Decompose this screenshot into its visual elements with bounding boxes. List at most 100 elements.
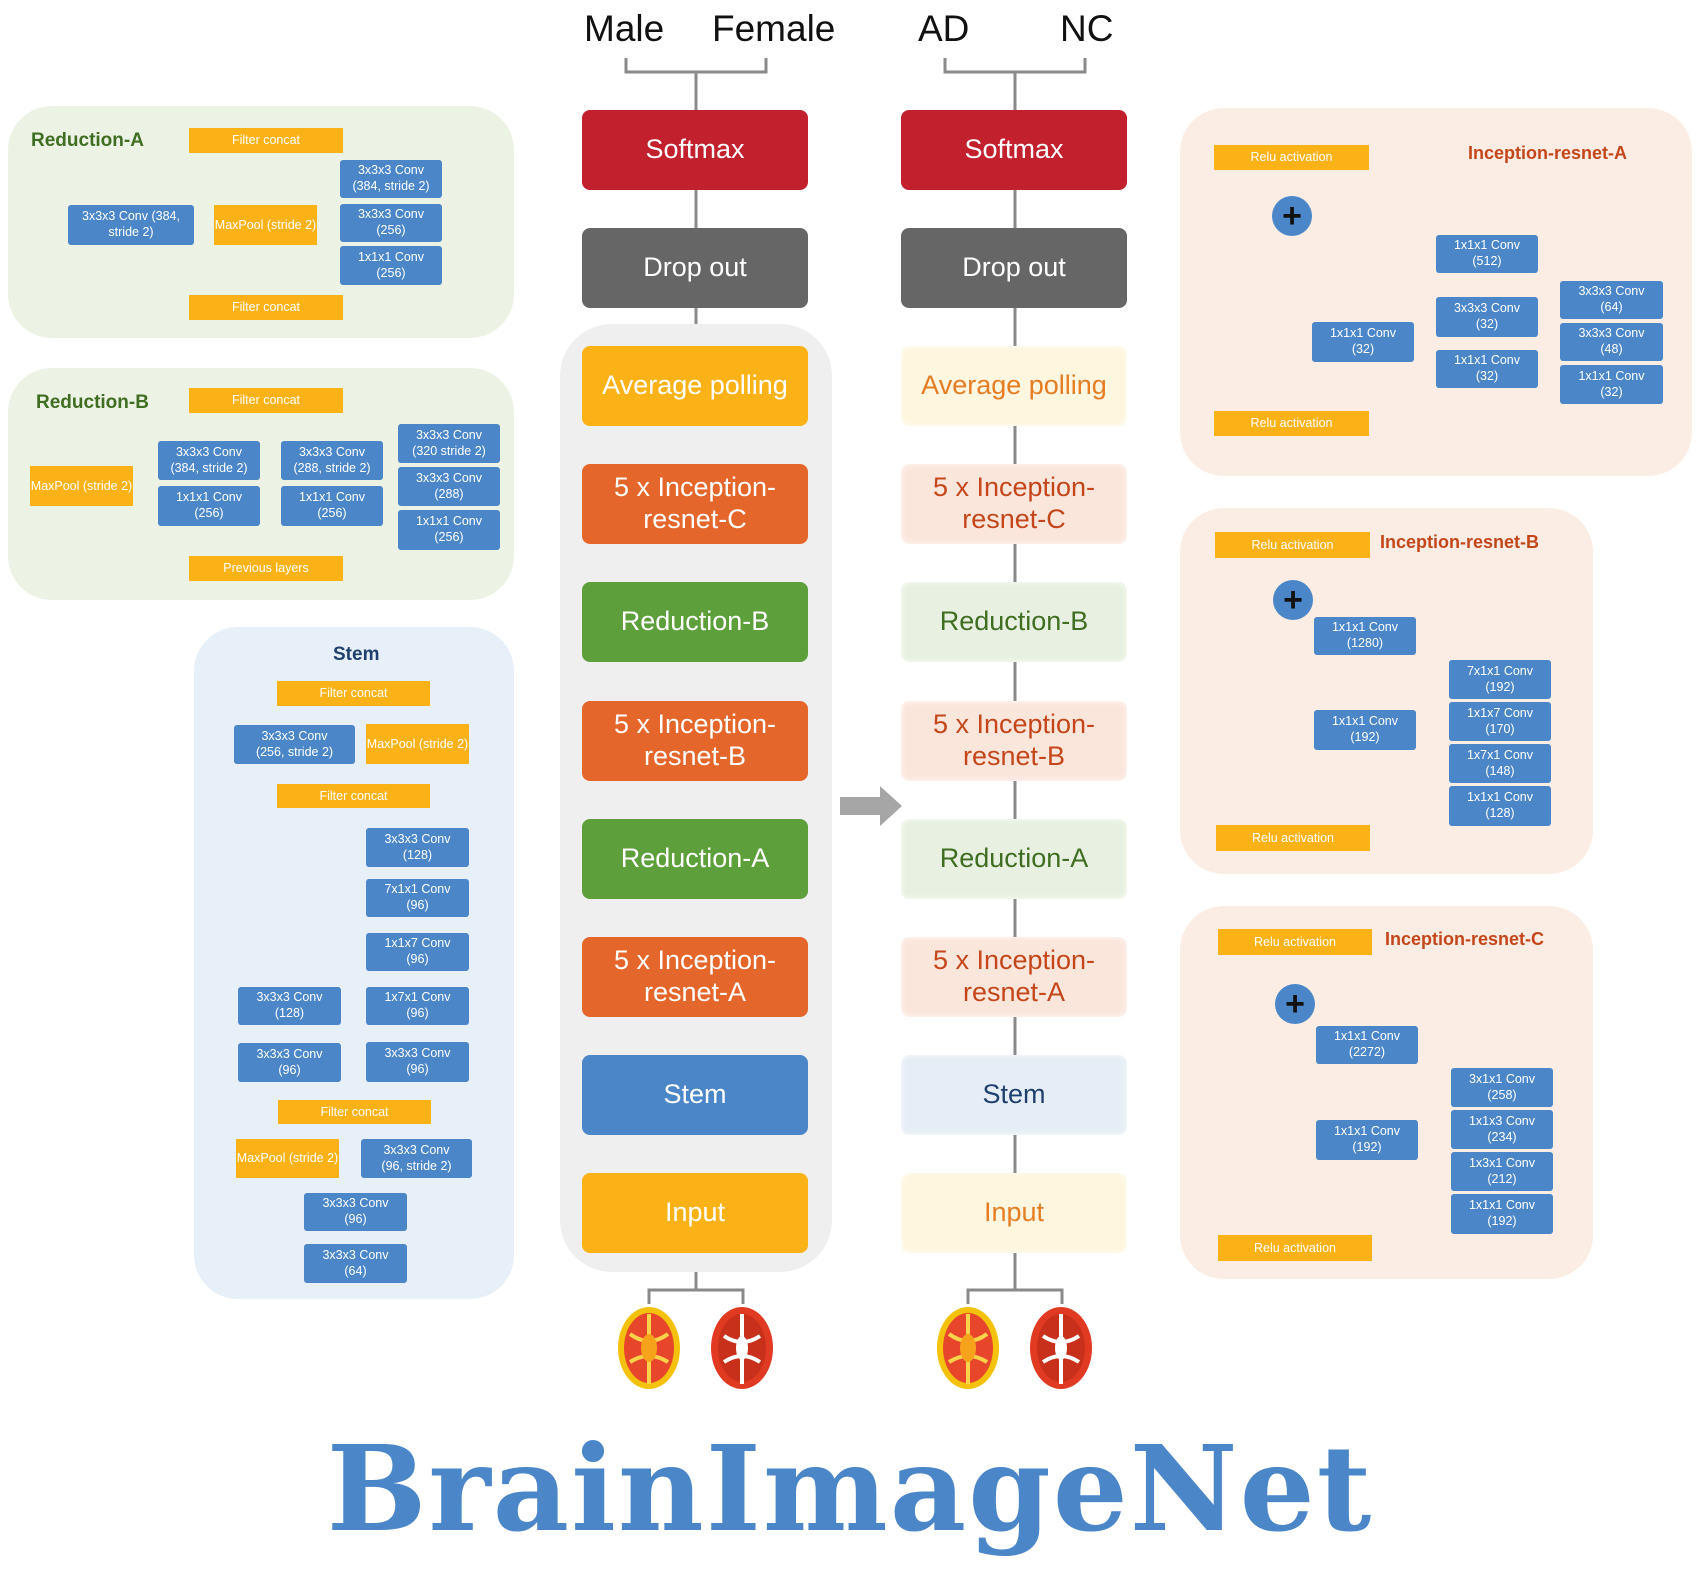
stem-filter-concat-2: Filter concat <box>277 784 430 808</box>
conv-288: 3x3x3 Conv (288) <box>398 467 500 506</box>
output-label-ad: AD <box>918 8 970 49</box>
conv-7x1x1-192: 7x1x1 Conv (192) <box>1449 660 1551 699</box>
stem-conv-96-right: 3x3x3 Conv (96) <box>366 1042 469 1082</box>
stem-filter-concat-1: Filter concat <box>277 681 430 706</box>
add-icon: + <box>1275 984 1315 1024</box>
block-reduction-b: Reduction-B <box>582 582 808 662</box>
conv-384-stride2-right: 3x3x3 Conv (384, stride 2) <box>340 160 442 198</box>
block-inception-resnet-a: 5 x Inception- resnet-A <box>582 937 808 1017</box>
conv-3x3-64: 3x3x3 Conv (64) <box>1560 281 1663 319</box>
block-dropout: Drop out <box>582 228 808 308</box>
block-softmax: Softmax <box>901 110 1127 190</box>
brain-scan-nc-image <box>1030 1307 1092 1389</box>
conv-1x1-32-c: 1x1x1 Conv (32) <box>1560 365 1663 404</box>
reduction-a-title: Reduction-A <box>31 130 144 151</box>
stem-conv-7x1x1: 7x1x1 Conv (96) <box>366 879 469 917</box>
stem-filter-concat-3: Filter concat <box>278 1100 431 1124</box>
conv-1x1-256-a: 1x1x1 Conv (256) <box>158 486 260 526</box>
stem-conv-64: 3x3x3 Conv (64) <box>304 1244 407 1283</box>
relu-activation-bottom: Relu activation <box>1216 825 1370 851</box>
stem-conv-96: 3x3x3 Conv (96) <box>304 1193 407 1231</box>
conv-384-stride2: 3x3x3 Conv (384, stride 2) <box>158 441 260 480</box>
block-dropout: Drop out <box>901 228 1127 308</box>
filter-concat: Filter concat <box>189 388 343 413</box>
conv-288-stride2: 3x3x3 Conv (288, stride 2) <box>281 441 383 480</box>
conv-256: 3x3x3 Conv (256) <box>340 204 442 242</box>
conv-1x1-1280: 1x1x1 Conv (1280) <box>1314 617 1416 655</box>
relu-activation-bottom: Relu activation <box>1218 1235 1372 1261</box>
inception-resnet-a-title: Inception-resnet-A <box>1468 143 1628 163</box>
block-softmax: Softmax <box>582 110 808 190</box>
conv-1x3x1-212: 1x3x1 Conv (212) <box>1451 1152 1553 1191</box>
block-average-pooling-faded: Average polling <box>901 346 1127 426</box>
brainimagenet-wordmark: BrainImageNet <box>0 1418 1700 1558</box>
inception-resnet-c-title: Inception-resnet-C <box>1385 929 1545 949</box>
relu-activation-bottom: Relu activation <box>1214 411 1369 436</box>
stem-conv-128-right: 3x3x3 Conv (128) <box>366 828 469 867</box>
relu-activation-top: Relu activation <box>1215 532 1370 558</box>
output-label-nc: NC <box>1060 8 1114 49</box>
brain-scan-images <box>618 1307 1092 1389</box>
block-average-pooling: Average polling <box>582 346 808 426</box>
conv-1x1-2272: 1x1x1 Conv (2272) <box>1316 1026 1418 1064</box>
conv-320-stride2: 3x3x3 Conv (320 stride 2) <box>398 424 500 463</box>
main-column-left: Softmax Drop out Average polling 5 x Inc… <box>582 110 808 1260</box>
stem-conv-1x7x1: 1x7x1 Conv (96) <box>366 987 469 1025</box>
conv-1x1-256: 1x1x1 Conv (256) <box>340 246 442 285</box>
block-inception-resnet-a-faded: 5 x Inception- resnet-A <box>901 937 1127 1017</box>
block-inception-resnet-b: 5 x Inception- resnet-B <box>582 701 808 781</box>
maxpool-stride2: MaxPool (stride 2) <box>30 466 133 506</box>
block-input: Input <box>582 1173 808 1253</box>
conv-1x1-32-b: 1x1x1 Conv (32) <box>1436 350 1538 388</box>
output-label-male: Male <box>584 8 665 49</box>
stem-conv-96-left: 3x3x3 Conv (96) <box>238 1043 341 1082</box>
block-reduction-a-faded: Reduction-A <box>901 819 1127 899</box>
stem-conv-1x1x7: 1x1x7 Conv (96) <box>366 933 469 971</box>
reduction-b-title: Reduction-B <box>36 392 149 413</box>
relu-activation-top: Relu activation <box>1214 145 1369 170</box>
conv-1x1x3-234: 1x1x3 Conv (234) <box>1451 1110 1553 1149</box>
previous-layers: Previous layers <box>189 556 343 581</box>
conv-1x1-512: 1x1x1 Conv (512) <box>1436 235 1538 273</box>
stem-conv-128-left: 3x3x3 Conv (128) <box>238 987 341 1025</box>
maxpool-stride2: MaxPool (stride 2) <box>214 205 317 245</box>
block-reduction-a: Reduction-A <box>582 819 808 899</box>
conv-1x1-192-b: 1x1x1 Conv (192) <box>1451 1194 1553 1234</box>
block-reduction-b-faded: Reduction-B <box>901 582 1127 662</box>
stem-conv-256-stride2: 3x3x3 Conv (256, stride 2) <box>234 725 355 764</box>
filter-concat-bottom: Filter concat <box>189 295 343 320</box>
output-label-female: Female <box>712 8 836 49</box>
conv-1x1-192: 1x1x1 Conv (192) <box>1314 710 1416 750</box>
block-stem: Stem <box>582 1055 808 1135</box>
stem-maxpool-1: MaxPool (stride 2) <box>366 724 469 764</box>
conv-1x1x7-170: 1x1x7 Conv (170) <box>1449 702 1551 741</box>
main-column-right: Softmax Drop out Average polling 5 x Inc… <box>901 110 1127 1260</box>
conv-1x1-256-c: 1x1x1 Conv (256) <box>398 510 500 550</box>
stem-title: Stem <box>333 644 380 665</box>
stem-maxpool-2: MaxPool (stride 2) <box>236 1139 339 1178</box>
stem-conv-96-stride2: 3x3x3 Conv (96, stride 2) <box>361 1139 472 1178</box>
conv-1x1-256-b: 1x1x1 Conv (256) <box>281 486 383 526</box>
conv-3x1x1-258: 3x1x1 Conv (258) <box>1451 1068 1553 1107</box>
conv-384-stride2: 3x3x3 Conv (384, stride 2) <box>68 205 194 245</box>
brain-scan-female-image <box>711 1307 773 1389</box>
filter-concat-top: Filter concat <box>189 128 343 153</box>
conv-1x7x1-148: 1x7x1 Conv (148) <box>1449 744 1551 783</box>
conv-3x3-32: 3x3x3 Conv (32) <box>1436 297 1538 337</box>
conv-3x3-48: 3x3x3 Conv (48) <box>1560 323 1663 361</box>
conv-1x1-192-a: 1x1x1 Conv (192) <box>1316 1120 1418 1160</box>
block-stem-faded: Stem <box>901 1055 1127 1135</box>
conv-1x1-32-a: 1x1x1 Conv (32) <box>1312 322 1414 362</box>
relu-activation-top: Relu activation <box>1218 929 1372 955</box>
block-input-faded: Input <box>901 1173 1127 1253</box>
block-inception-resnet-b-faded: 5 x Inception- resnet-B <box>901 701 1127 781</box>
wordmark-text: BrainImageNet <box>326 1418 1374 1558</box>
add-icon: + <box>1272 196 1312 236</box>
block-inception-resnet-c: 5 x Inception- resnet-C <box>582 464 808 544</box>
conv-1x1-128: 1x1x1 Conv (128) <box>1449 786 1551 826</box>
brain-scan-male-image <box>618 1307 680 1389</box>
inception-resnet-b-title: Inception-resnet-B <box>1380 532 1540 552</box>
block-inception-resnet-c-faded: 5 x Inception- resnet-C <box>901 464 1127 544</box>
add-icon: + <box>1273 580 1313 620</box>
brain-scan-ad-image <box>937 1307 999 1389</box>
